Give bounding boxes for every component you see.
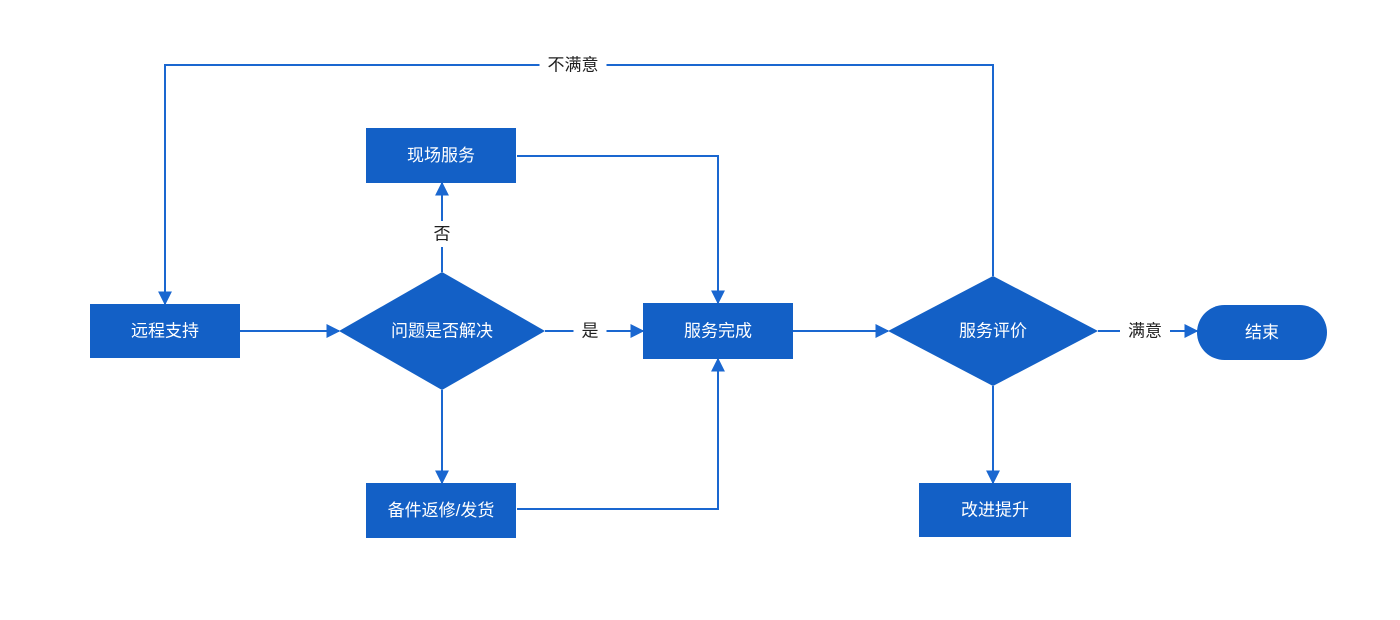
node-issue-resolved <box>339 272 545 390</box>
node-service-complete <box>643 303 793 359</box>
edge-decision-yes-to-complete-label: 是 <box>582 322 599 341</box>
edge-evaluation-unsatisfied-to-remote-label: 不满意 <box>548 56 599 75</box>
node-service-complete-label: 服务完成 <box>684 322 752 341</box>
node-remote-support <box>90 304 240 358</box>
edge-onsite-to-complete <box>517 155 725 305</box>
edge-evaluation-unsatisfied-to-remote <box>158 64 994 306</box>
node-service-evaluation <box>888 276 1098 386</box>
node-improvement <box>919 483 1071 537</box>
node-remote-support-label: 远程支持 <box>131 322 199 341</box>
edge-decision-no-to-onsite-label: 否 <box>434 225 451 244</box>
node-end-label: 结束 <box>1245 323 1279 342</box>
edge-evaluation-unsatisfied-to-remote-label-bg <box>539 52 607 78</box>
node-parts-repair-shipping <box>366 483 516 538</box>
edge-evaluation-satisfied-to-end-label-bg <box>1120 318 1170 344</box>
edge-evaluation-satisfied-to-end-label: 满意 <box>1128 322 1162 341</box>
edge-decision-no-to-onsite-label-bg <box>425 221 459 247</box>
node-improvement-label: 改进提升 <box>961 501 1029 520</box>
node-end <box>1197 305 1327 360</box>
node-parts-repair-shipping-label: 备件返修/发货 <box>388 501 495 520</box>
node-onsite-service <box>366 128 516 183</box>
node-onsite-service-label: 现场服务 <box>407 146 475 165</box>
edge-parts-to-complete <box>517 357 725 510</box>
node-issue-resolved-label: 问题是否解决 <box>391 322 493 341</box>
node-service-evaluation-label: 服务评价 <box>959 322 1027 341</box>
edge-decision-yes-to-complete-label-bg <box>573 318 607 344</box>
